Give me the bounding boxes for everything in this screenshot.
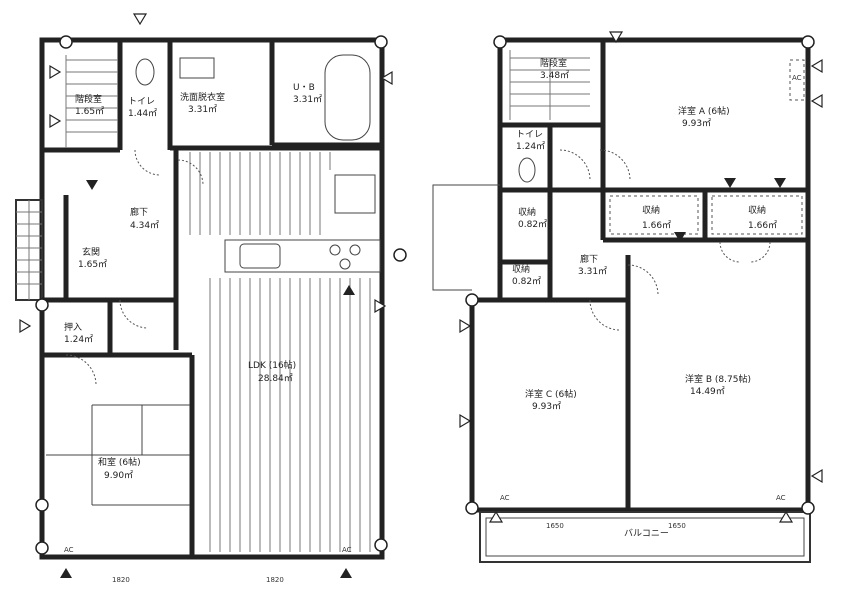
toilet-name-f1: トイレ: [128, 97, 155, 107]
column-marker: [801, 501, 815, 515]
stairs-name-f1: 階段室: [75, 93, 102, 105]
ac-label: AC: [342, 546, 352, 554]
balcony: [479, 511, 811, 563]
ac-label: AC: [776, 494, 786, 502]
column-marker: [465, 501, 479, 515]
bath-name: U・B: [293, 83, 315, 93]
closet2-name: 収納: [748, 204, 766, 216]
hall-name-f2: 廊下: [580, 253, 598, 265]
ac-label: AC: [500, 494, 510, 502]
column-marker: [35, 298, 49, 312]
toilet-name-f2: トイレ: [516, 130, 543, 140]
column-marker: [493, 35, 507, 49]
floor1-plan: 階段室 1.65㎡ トイレ 1.44㎡ 洗面脱衣室 3.31㎡ U・B 3.31…: [15, 13, 393, 584]
washitsu-name: 和室 (6帖): [98, 456, 141, 468]
toilet-area-f1: 1.44㎡: [128, 108, 157, 119]
closet1-name: 収納: [642, 204, 660, 216]
hall-area-f2: 3.31㎡: [578, 266, 607, 277]
ldk-flooring: [189, 152, 371, 552]
stove-burner: [339, 258, 351, 270]
column-marker: [59, 35, 73, 49]
closet-name-f1: 押入: [64, 321, 82, 333]
ldk-area: 28.84㎡: [258, 373, 293, 384]
ac-label: AC: [64, 546, 74, 554]
hall-area-f1: 4.34㎡: [130, 220, 159, 231]
storage1-area: 0.82㎡: [518, 219, 547, 230]
storage2-area: 0.82㎡: [512, 276, 541, 287]
stairs-floor1: [65, 55, 118, 148]
kitchen-sink: [239, 243, 281, 269]
room-a-area: 9.93㎡: [682, 118, 711, 129]
bath-area: 3.31㎡: [293, 94, 322, 105]
entrance-area: 1.65㎡: [78, 259, 107, 270]
washroom-name: 洗面脱衣室: [180, 91, 225, 103]
stairs-name-f2: 階段室: [540, 57, 567, 69]
refrigerator: [334, 174, 376, 214]
washroom-area: 3.31㎡: [188, 104, 217, 115]
dimension-label: 1650: [546, 522, 564, 530]
closet1-area: 1.66㎡: [642, 220, 671, 231]
closet-area-f1: 1.24㎡: [64, 334, 93, 345]
column-marker: [35, 541, 49, 555]
toilet-area-f2: 1.24㎡: [516, 141, 545, 152]
balcony-label: バルコニー: [624, 528, 669, 539]
dimension-label: 1820: [266, 576, 284, 584]
washbasin: [179, 57, 215, 79]
dimension-label: 1650: [668, 522, 686, 530]
dimension-label: 1820: [112, 576, 130, 584]
entrance-name: 玄関: [82, 246, 100, 258]
stove-burner: [329, 244, 341, 256]
toilet-fixture: [518, 157, 536, 183]
column-marker: [393, 248, 407, 262]
column-marker: [374, 35, 388, 49]
column-marker: [801, 35, 815, 49]
floor2-plan: 階段室 3.48㎡ トイレ 1.24㎡ 洋室 A (6帖) 9.93㎡ 収納 0…: [393, 31, 823, 563]
toilet-fixture: [135, 58, 155, 86]
ldk-name: LDK (16帖): [248, 359, 296, 371]
room-c-name: 洋室 C (6帖): [525, 388, 577, 400]
porch-tiles: [15, 199, 43, 301]
stove-burner: [349, 244, 361, 256]
ac-label: AC: [792, 74, 802, 82]
washitsu-area: 9.90㎡: [104, 470, 133, 481]
storage1-name: 収納: [518, 206, 536, 218]
column-marker: [465, 293, 479, 307]
column-marker: [35, 498, 49, 512]
stairs-area-f1: 1.65㎡: [75, 106, 104, 117]
room-b-name: 洋室 B (8.75帖): [685, 373, 751, 385]
kitchen-counter: [224, 239, 381, 273]
stairs-area-f2: 3.48㎡: [540, 70, 569, 81]
room-c-area: 9.93㎡: [532, 401, 561, 412]
closet2-area: 1.66㎡: [748, 220, 777, 231]
room-b-area: 14.49㎡: [690, 386, 725, 397]
tatami: [46, 404, 190, 506]
room-a-name: 洋室 A (6帖): [678, 105, 730, 117]
bathtub: [324, 54, 371, 141]
stairs-floor2: [509, 50, 590, 120]
storage2-name: 収納: [512, 263, 530, 275]
column-marker: [374, 538, 388, 552]
hall-name-f1: 廊下: [130, 206, 148, 218]
